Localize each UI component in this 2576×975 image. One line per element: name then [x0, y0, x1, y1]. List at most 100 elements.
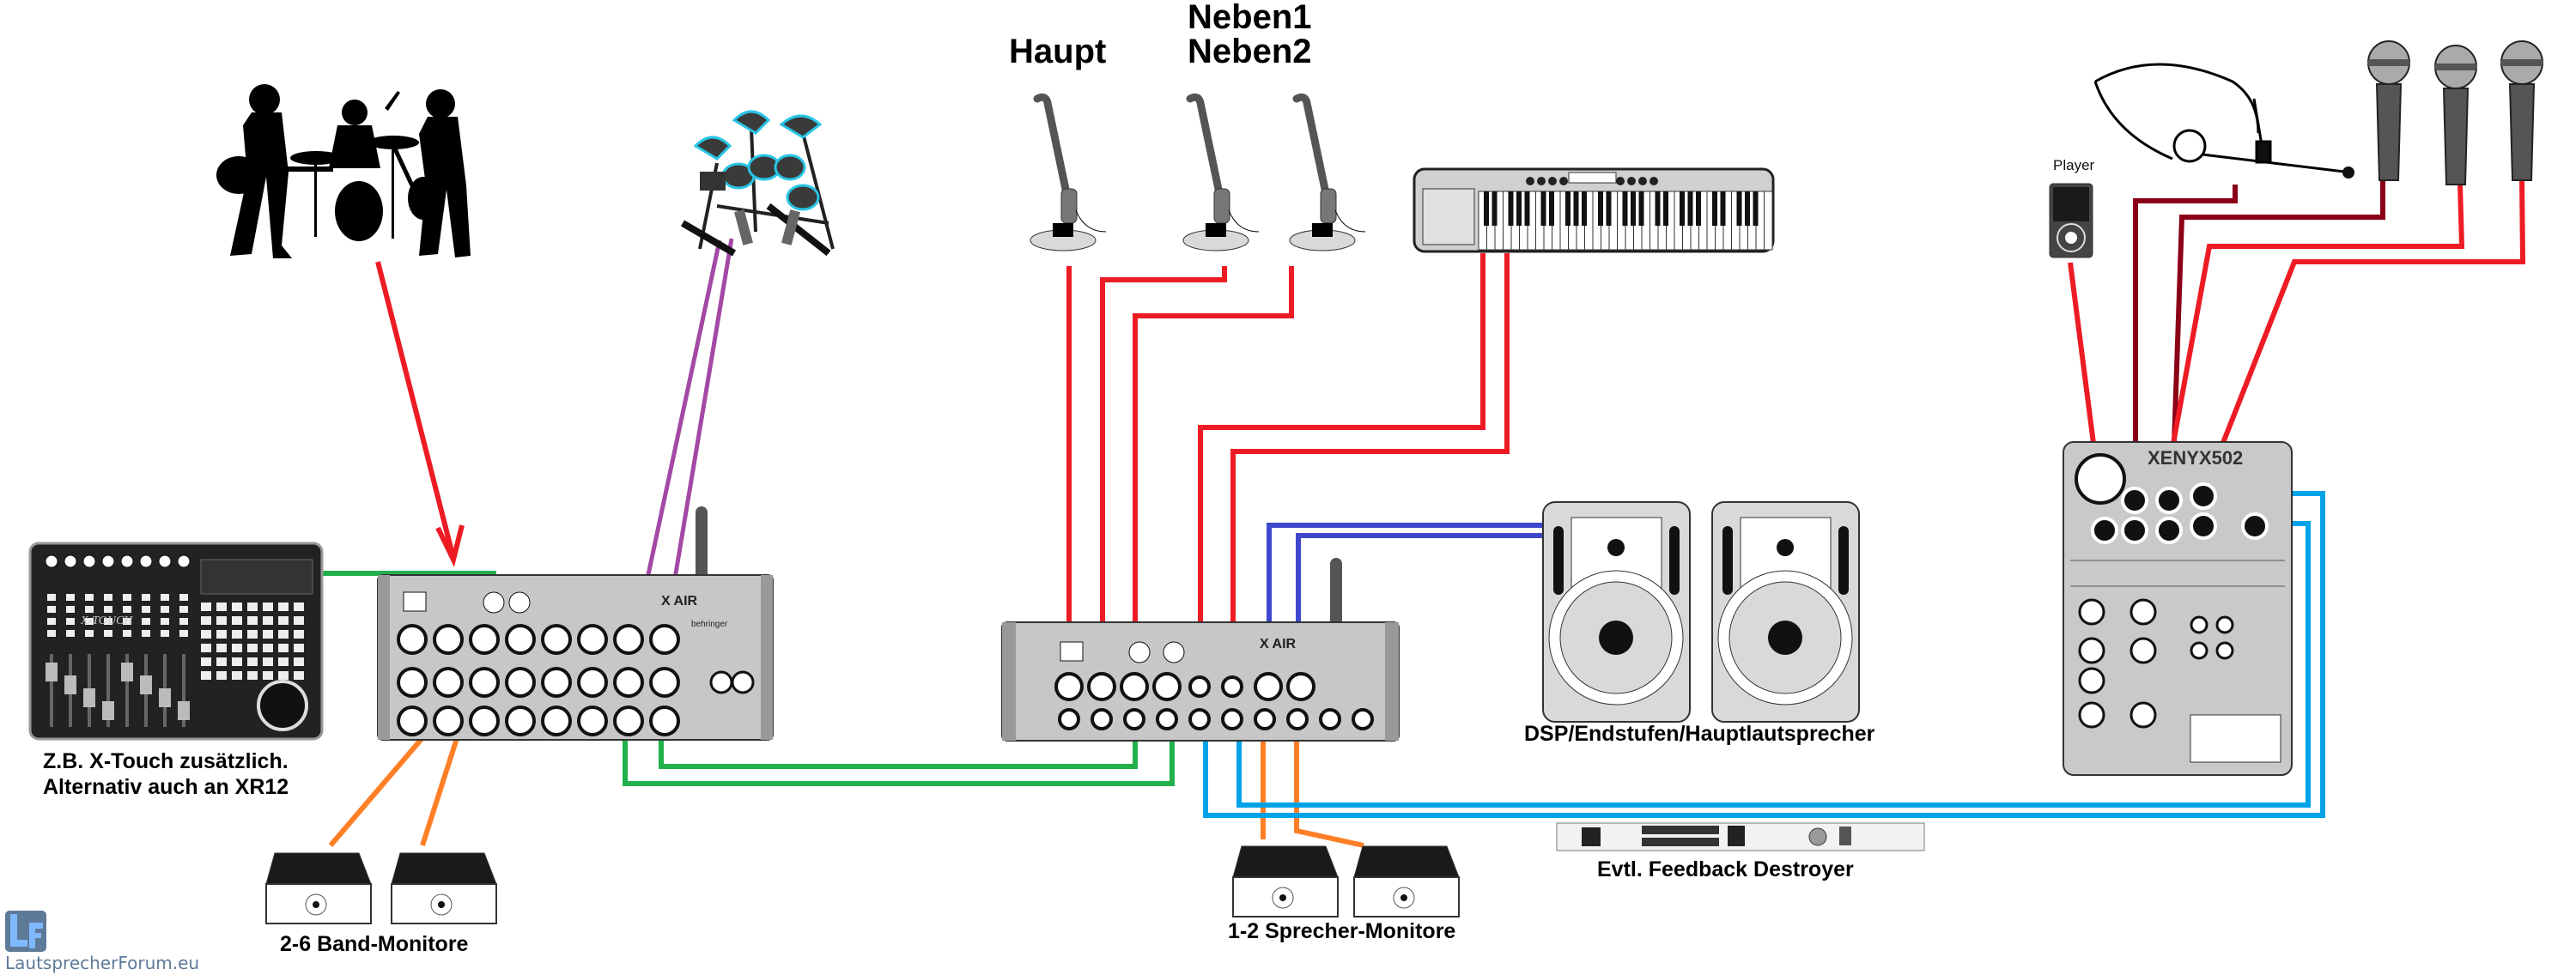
audio-jack	[2155, 517, 2183, 544]
black-key	[1582, 191, 1587, 226]
channel-button	[47, 630, 56, 637]
audio-jack	[2190, 512, 2217, 540]
transport-button	[201, 630, 211, 639]
channel-button	[104, 618, 112, 625]
line-jack	[709, 670, 733, 694]
site-name: LautsprecherForum.eu	[5, 953, 200, 973]
rotary-knob	[2129, 637, 2157, 664]
channel-button	[85, 618, 94, 625]
cable-aux1-band-monitor	[328, 726, 434, 847]
combo-input-jack	[613, 624, 644, 655]
fader-cap	[121, 663, 133, 681]
combo-input-jack	[1054, 672, 1084, 701]
white-key	[1764, 191, 1773, 251]
headset-mic-icon	[2093, 63, 2354, 179]
label-speaker-monitors: 1-2 Sprecher-Monitore	[1228, 919, 1456, 943]
black-key	[1663, 191, 1668, 226]
label-neben1: Neben1	[1188, 0, 1312, 36]
transport-button	[232, 644, 242, 652]
transport-button	[294, 616, 304, 625]
label-player: Player	[2053, 157, 2095, 173]
channel-button	[179, 606, 188, 613]
channel-button	[161, 594, 169, 601]
handheld-mic-3-icon	[2500, 40, 2543, 181]
xenyx502-mixer: XENYX502	[2063, 441, 2293, 776]
black-key	[1524, 191, 1530, 226]
black-key	[1696, 191, 1701, 226]
transport-button	[232, 657, 242, 666]
fader-cap	[64, 675, 76, 694]
fader-cap	[140, 675, 152, 694]
line-jack	[1156, 708, 1178, 730]
transport-button	[201, 657, 211, 666]
encoder-knob	[101, 554, 115, 568]
channel-button	[66, 594, 75, 601]
encoder-knob	[158, 554, 172, 568]
speaker-monitor-1-icon	[1232, 845, 1339, 917]
black-key	[1687, 191, 1693, 226]
combo-input-jack	[433, 667, 464, 698]
keyboard-icon	[1413, 167, 1775, 253]
line-jack	[731, 670, 755, 694]
black-key	[1680, 191, 1685, 226]
band-monitor-1-icon	[265, 852, 372, 924]
transport-button	[263, 603, 273, 611]
audio-jack	[2155, 487, 2183, 514]
transport-button	[294, 644, 304, 652]
combo-input-jack	[469, 624, 500, 655]
black-key	[1606, 191, 1612, 226]
transport-button	[201, 616, 211, 625]
xlr-output-jack	[613, 706, 644, 736]
ethernet-port	[1060, 641, 1084, 662]
combo-input-jack	[397, 667, 428, 698]
fader-track	[50, 654, 53, 727]
rca-jack	[2215, 641, 2234, 660]
line-jack	[1352, 708, 1374, 730]
xlr-main-out-jack	[1254, 672, 1283, 701]
fader-cap	[83, 688, 95, 707]
black-key	[1622, 191, 1628, 226]
midi-port	[1128, 641, 1151, 663]
xlr-output-jack	[469, 706, 500, 736]
encoder-knob	[82, 554, 96, 568]
combo-input-jack	[577, 624, 608, 655]
desk-mic-neben1-icon	[1182, 93, 1260, 251]
channel-button	[104, 606, 112, 613]
channel-button	[123, 594, 131, 601]
rotary-knob	[2078, 637, 2105, 664]
xlr-output-jack	[577, 706, 608, 736]
label-haupt: Haupt	[1009, 33, 1107, 70]
transport-button	[216, 630, 227, 639]
channel-button	[104, 630, 112, 637]
combo-input-jack	[541, 624, 572, 655]
channel-button	[104, 594, 112, 601]
transport-button	[263, 644, 273, 652]
transport-button	[247, 616, 258, 625]
combo-input-jack	[649, 667, 680, 698]
rotary-knob	[2078, 667, 2105, 694]
black-key	[1598, 191, 1603, 226]
line-jack	[1091, 708, 1113, 730]
main-speaker-left-icon	[1542, 501, 1691, 723]
encoder-knob	[45, 554, 58, 568]
desk-mic-haupt-icon	[1030, 93, 1107, 251]
feedback-destroyer-icon	[1556, 822, 1925, 851]
transport-button	[294, 657, 304, 666]
rotary-knob	[2129, 701, 2157, 729]
label-xtouch-line1: Z.B. X-Touch zusätzlich.	[43, 749, 289, 773]
channel-button	[123, 630, 131, 637]
transport-button	[247, 671, 258, 680]
combo-input-jack	[505, 667, 536, 698]
channel-button	[161, 630, 169, 637]
encoder-knob	[120, 554, 134, 568]
fader-track	[182, 654, 185, 727]
combo-input-jack	[577, 667, 608, 698]
channel-button	[142, 618, 150, 625]
rotary-knob	[2078, 598, 2105, 626]
combo-input-jack	[1152, 672, 1182, 701]
transport-button	[232, 603, 242, 611]
transport-button	[247, 644, 258, 652]
combo-input-jack	[613, 667, 644, 698]
xr18-mixer: X AIR behringer	[377, 506, 774, 741]
handheld-mic-2-icon	[2434, 45, 2477, 185]
